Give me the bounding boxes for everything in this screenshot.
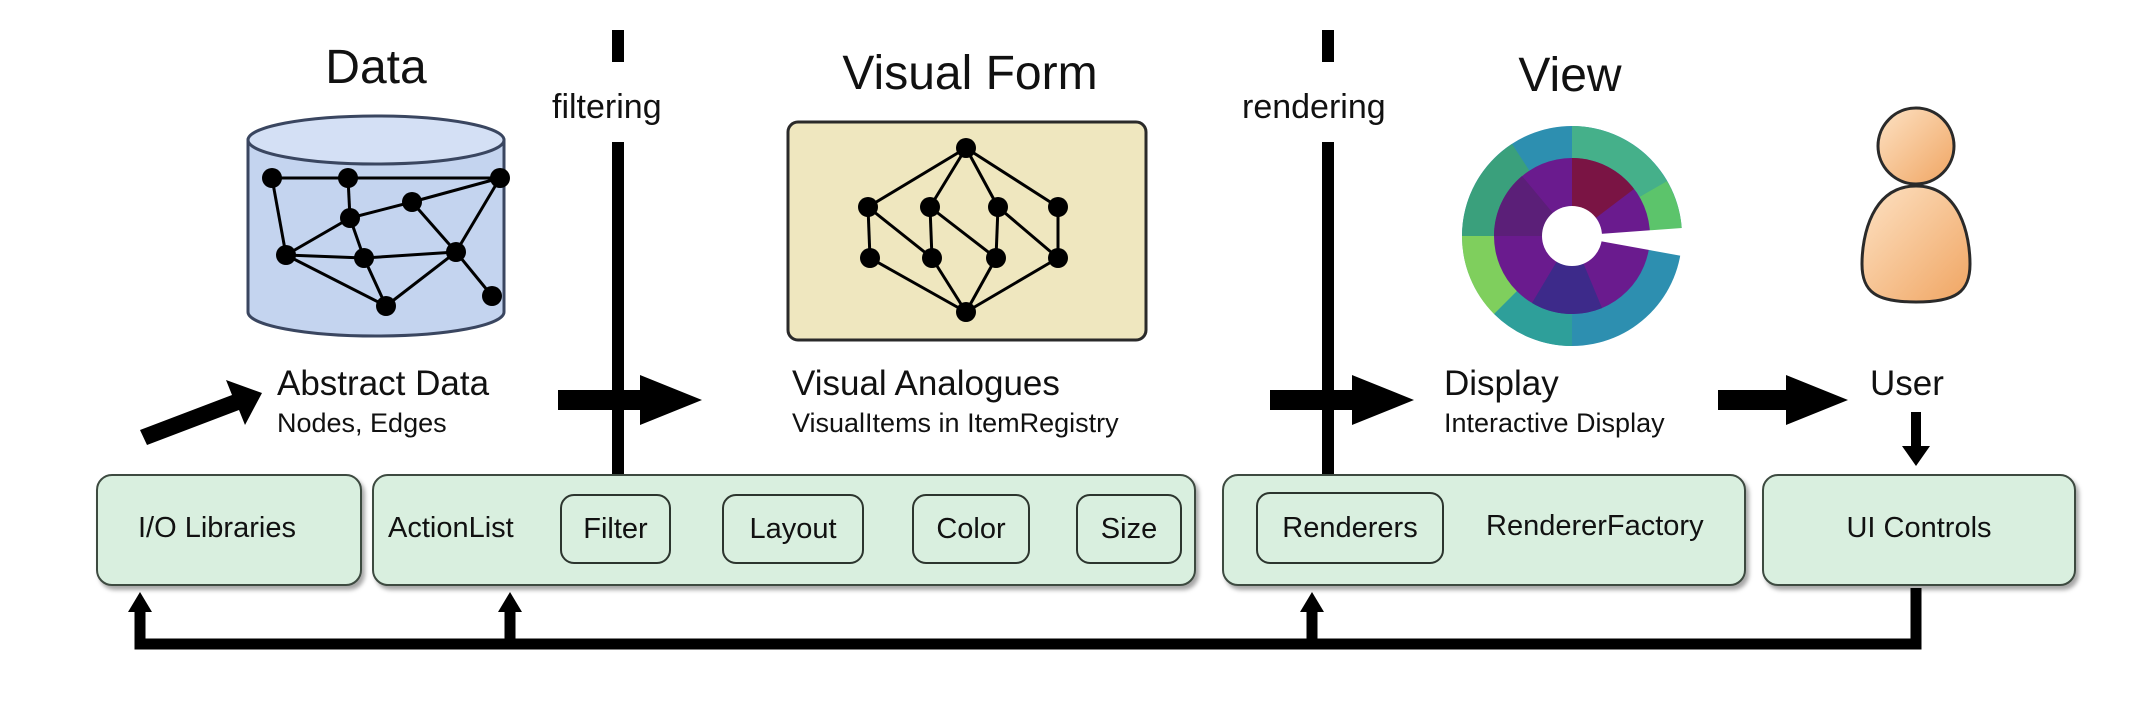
layout-chip: Layout [722,494,864,564]
feedback-loop [128,588,1922,650]
visual-analogues-label: Visual Analogues [792,364,1060,403]
ui-controls-label: UI Controls [1846,512,1992,544]
user-icon [1860,106,1972,304]
radial-treemap-icon [1461,126,1682,347]
io-libraries-box: I/O Libraries [96,474,362,586]
filter-chip: Filter [560,494,671,564]
visual-analogues-sublabel: VisualItems in ItemRegistry [792,408,1119,438]
view-heading: View [1518,49,1622,102]
ui-controls-box: UI Controls [1762,474,2076,586]
user-label: User [1870,364,1944,403]
user-to-controls-arrow [1902,412,1930,466]
color-chip: Color [912,494,1030,564]
input-arrow [140,380,262,445]
filtering-arrow [558,375,702,425]
abstract-data-sublabel: Nodes, Edges [277,408,447,438]
rendering-arrow [1270,375,1414,425]
visual-form-heading: Visual Form [842,47,1098,100]
rendering-label: rendering [1242,88,1386,126]
data-heading: Data [325,41,427,94]
database-graph-icon [246,114,510,338]
size-chip: Size [1076,494,1182,564]
renderer-factory-label: RendererFactory [1486,510,1704,542]
abstract-data-label: Abstract Data [277,364,490,403]
renderers-chip: Renderers [1256,492,1444,564]
display-sublabel: Interactive Display [1444,408,1665,438]
filtering-label: filtering [552,88,662,126]
display-to-user-arrow [1718,375,1848,425]
layered-graph-icon [786,120,1148,342]
display-label: Display [1444,364,1559,403]
io-libraries-label: I/O Libraries [138,512,296,544]
action-list-label: ActionList [388,512,514,544]
